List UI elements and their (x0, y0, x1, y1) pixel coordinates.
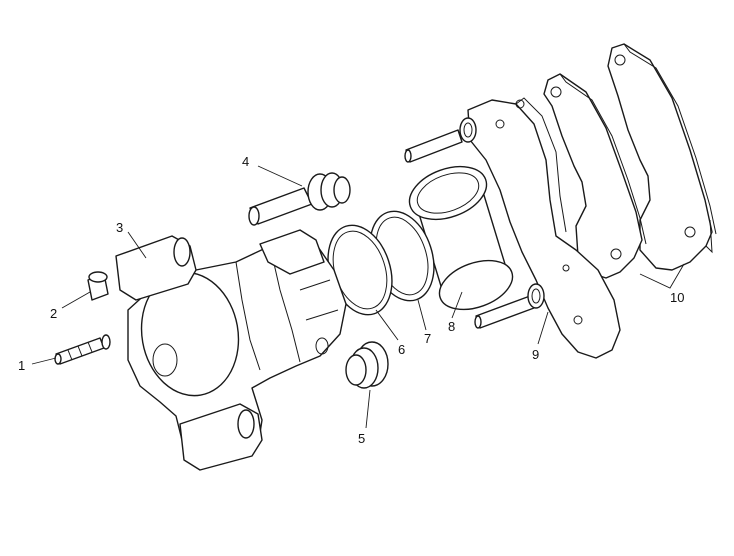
callout-3: 3 (116, 220, 123, 235)
brake-pad-rear (607, 43, 717, 271)
leader-8 (451, 291, 463, 319)
caliper-lower-ear (179, 403, 263, 471)
leader-7 (417, 299, 427, 331)
leader-2 (61, 291, 91, 309)
caliper-mounting-ear (115, 235, 197, 301)
callout-6: 6 (398, 342, 405, 357)
guide-pin-upper (404, 117, 477, 163)
slide-pin-upper (248, 172, 351, 226)
leader-6 (375, 309, 399, 341)
slide-pin-boot (345, 341, 389, 389)
callout-8: 8 (448, 319, 455, 334)
leader-1 (31, 357, 57, 365)
callout-10: 10 (670, 290, 684, 305)
bleed-screw (54, 334, 111, 365)
callout-1: 1 (18, 358, 25, 373)
callout-5: 5 (358, 431, 365, 446)
leader-4 (257, 165, 303, 187)
callout-7: 7 (424, 331, 431, 346)
callout-2: 2 (50, 306, 57, 321)
callout-9: 9 (532, 347, 539, 362)
caliper-piston (408, 165, 514, 311)
callout-4: 4 (242, 154, 249, 169)
leader-3 (127, 231, 147, 259)
brake-pad-front (543, 73, 647, 279)
bleed-screw-cap (87, 271, 109, 301)
leader-5 (365, 389, 371, 429)
leader-9 (537, 311, 549, 345)
caliper-body (127, 229, 347, 465)
caliper-bracket (467, 97, 621, 359)
guide-pin-lower (474, 283, 545, 329)
leader-10 (639, 263, 685, 289)
